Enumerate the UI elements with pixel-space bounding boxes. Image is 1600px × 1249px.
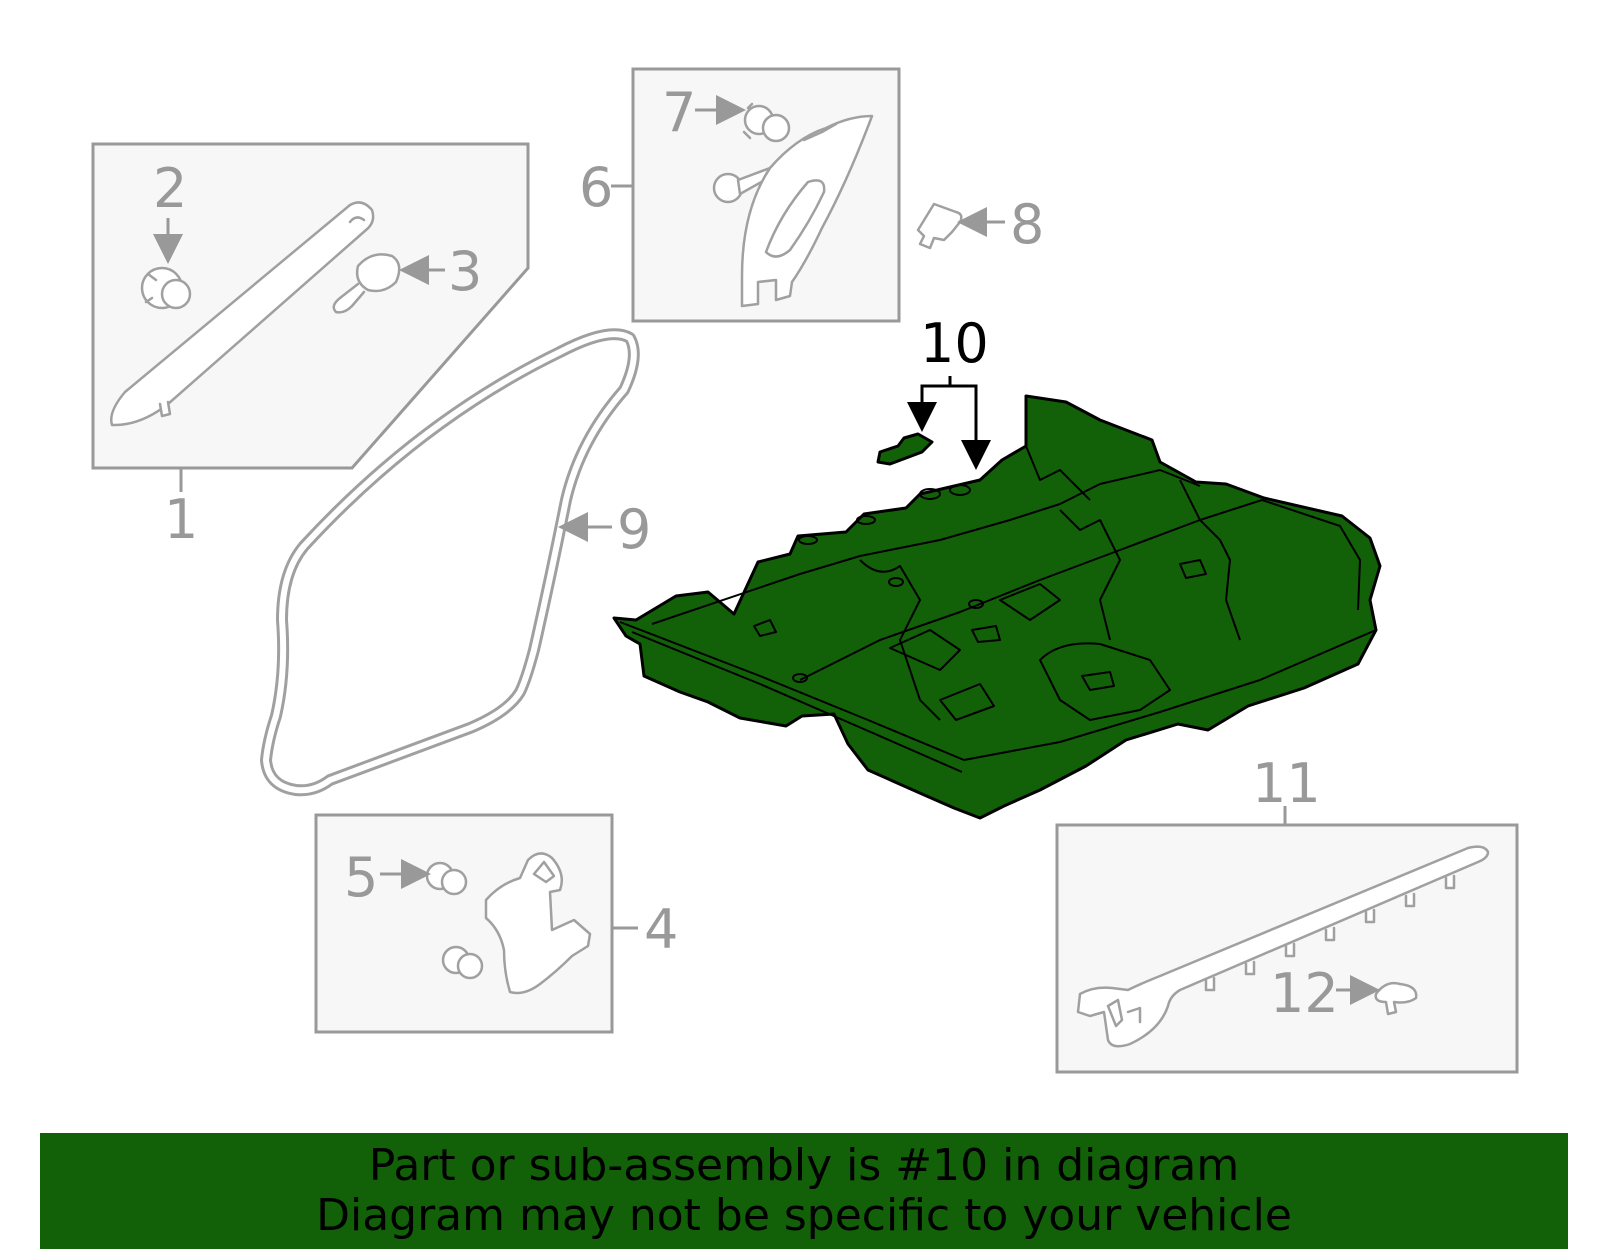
callout-9: 9	[617, 498, 651, 561]
screw-part	[712, 166, 774, 204]
banner-line-1: Part or sub-assembly is #10 in diagram	[368, 1140, 1240, 1191]
sill-clip-teeth	[1204, 874, 1456, 992]
group-11-sill: 12 11	[1055, 752, 1519, 1074]
clip-part-2	[140, 266, 192, 310]
pillar-trim-part	[110, 201, 375, 427]
callout-12: 12	[1270, 962, 1339, 1025]
kick-panel-part	[484, 852, 592, 995]
group-1-pillar-trim: 2 3 1	[91, 142, 530, 551]
part-8: 8	[916, 193, 1044, 256]
callout-2: 2	[153, 157, 187, 220]
callout-6: 6	[579, 156, 613, 219]
info-banner: Part or sub-assembly is #10 in diagram D…	[40, 1133, 1568, 1249]
callout-5: 5	[344, 846, 378, 909]
group-6-pillar-trim: 7 6	[579, 67, 901, 323]
callout-10: 10	[920, 312, 989, 375]
carpet-clip-piece	[876, 432, 934, 466]
clip-part-3	[332, 253, 401, 314]
callout-1: 1	[164, 488, 198, 551]
callout-11: 11	[1252, 752, 1321, 815]
weatherstrip-part-9: 9	[260, 328, 651, 797]
banner-line-2: Diagram may not be specific to your vehi…	[316, 1190, 1292, 1241]
callout-7: 7	[662, 81, 696, 144]
sill-part	[1076, 845, 1490, 1048]
callout-8: 8	[1010, 193, 1044, 256]
floor-carpet-part-10: 10	[612, 312, 1382, 820]
group-4-kick-panel: 5 4	[314, 813, 678, 1034]
clip-part-12	[1374, 981, 1418, 1016]
callout-3: 3	[448, 240, 482, 303]
clip-part-5b	[441, 945, 484, 980]
clip-part-7	[742, 102, 791, 143]
callout-4: 4	[644, 898, 678, 961]
